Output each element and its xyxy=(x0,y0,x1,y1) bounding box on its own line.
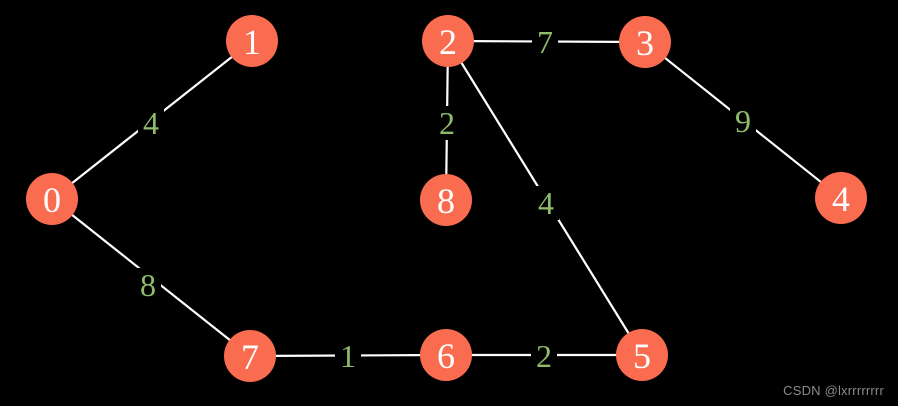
nodes-layer: 0 1 2 3 4 5 6 7 8 xyxy=(26,15,867,382)
node-circle[interactable] xyxy=(422,15,474,67)
graph-node-4[interactable]: 4 xyxy=(815,172,867,224)
watermark: CSDN @lxrrrrrrrr xyxy=(783,383,884,398)
edge-weight-label: 1 xyxy=(340,338,356,374)
node-label: 6 xyxy=(437,336,455,376)
node-label: 5 xyxy=(633,336,651,376)
edge-weight-label: 4 xyxy=(143,105,159,141)
edge-weight-label: 2 xyxy=(439,105,455,141)
node-label: 3 xyxy=(636,23,654,63)
node-label: 8 xyxy=(437,181,455,221)
graph-node-2[interactable]: 2 xyxy=(422,15,474,67)
node-label: 1 xyxy=(243,22,261,62)
graph-node-6[interactable]: 6 xyxy=(420,329,472,381)
node-circle[interactable] xyxy=(420,174,472,226)
edge-labels-layer: 4 8 7 2 4 9 1 2 xyxy=(135,24,756,374)
node-label: 0 xyxy=(43,180,61,220)
edge-weight-backdrop xyxy=(138,106,164,140)
node-label: 2 xyxy=(439,22,457,62)
node-circle[interactable] xyxy=(815,172,867,224)
edge-weight-backdrop xyxy=(135,268,161,302)
node-circle[interactable] xyxy=(420,329,472,381)
edge-weight-backdrop xyxy=(434,106,460,140)
edge-weight-label: 7 xyxy=(537,24,553,60)
graph-node-1[interactable]: 1 xyxy=(226,15,278,67)
edge-weight-backdrop xyxy=(531,339,557,373)
edge-weight-label: 4 xyxy=(538,185,554,221)
node-label: 7 xyxy=(241,337,259,377)
node-circle[interactable] xyxy=(224,330,276,382)
edge-weight-label: 2 xyxy=(536,338,552,374)
edge-weight-backdrop xyxy=(335,339,361,373)
edge-weight-backdrop xyxy=(730,104,756,138)
node-circle[interactable] xyxy=(616,329,668,381)
edge-weight-label: 8 xyxy=(140,267,156,303)
edge-weight-backdrop xyxy=(532,25,558,59)
graph-node-8[interactable]: 8 xyxy=(420,174,472,226)
node-circle[interactable] xyxy=(226,15,278,67)
graph-node-0[interactable]: 0 xyxy=(26,173,78,225)
edge-weight-backdrop xyxy=(533,186,559,220)
graph-node-5[interactable]: 5 xyxy=(616,329,668,381)
edge-weight-label: 9 xyxy=(735,103,751,139)
node-circle[interactable] xyxy=(619,16,671,68)
node-label: 4 xyxy=(832,179,850,219)
node-circle[interactable] xyxy=(26,173,78,225)
graph-node-3[interactable]: 3 xyxy=(619,16,671,68)
graph-node-7[interactable]: 7 xyxy=(224,330,276,382)
